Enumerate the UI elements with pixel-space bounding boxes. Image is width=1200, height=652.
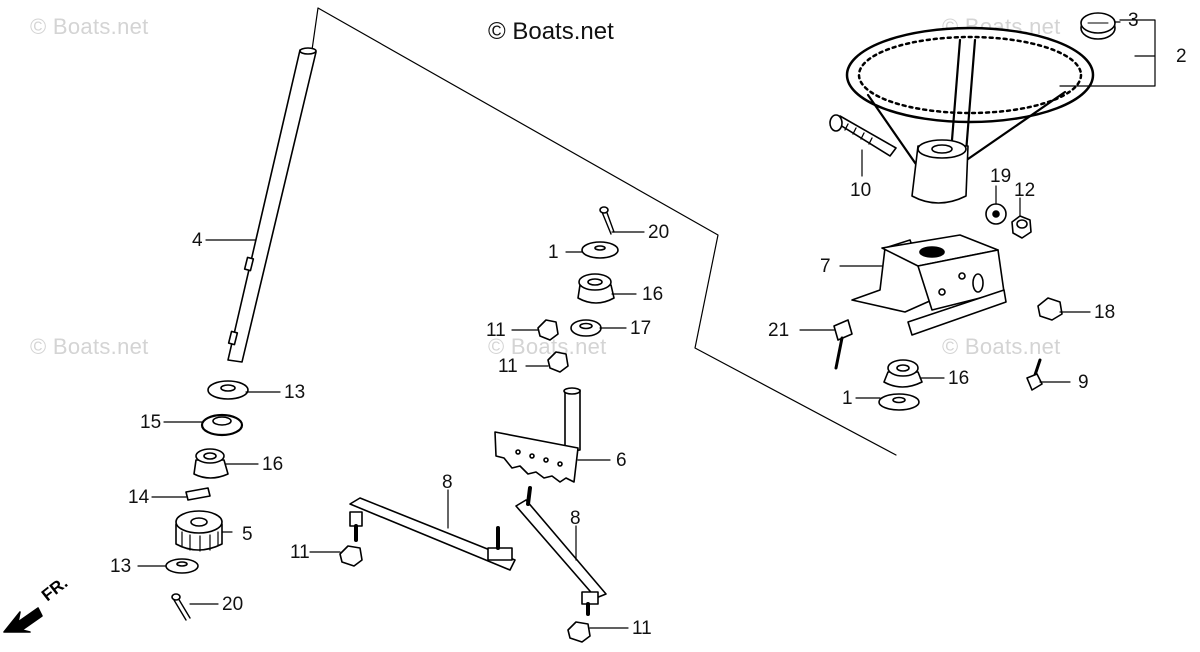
center-cap	[1080, 12, 1116, 40]
nut-center-a	[537, 319, 559, 341]
washer-13-lower	[165, 558, 199, 574]
seal-15	[200, 413, 244, 437]
pin-14	[185, 487, 211, 501]
callout-label: 9	[1078, 372, 1089, 393]
callout-label: 2	[1176, 46, 1187, 67]
washer-13-upper	[207, 380, 249, 400]
callout-label: 11	[498, 356, 518, 377]
callout-label: 20	[648, 222, 669, 243]
nut-18	[1037, 297, 1063, 321]
kit-bracket-line	[311, 7, 897, 456]
tie-rod-left	[349, 497, 516, 571]
callout-label: 17	[630, 318, 651, 339]
washer-19	[985, 203, 1007, 225]
wheel-bolt	[829, 114, 897, 157]
callout-label: 7	[820, 256, 831, 277]
steering-shaft	[227, 47, 317, 363]
callout-label: 11	[486, 320, 506, 341]
steering-wheel	[845, 26, 1095, 204]
callout-label: 12	[1014, 180, 1035, 201]
cotter-pin-top	[599, 206, 615, 235]
callout-label: 13	[284, 382, 305, 403]
callout-label: 8	[442, 472, 453, 493]
callout-label: 19	[990, 166, 1011, 187]
nut-lower-left	[339, 545, 363, 567]
steering-bracket	[851, 234, 1007, 336]
callout-label: 11	[290, 542, 310, 563]
front-arrow-icon	[3, 607, 43, 633]
callout-label: 16	[642, 284, 663, 305]
pinion-gear-5	[175, 510, 223, 552]
callout-label: 6	[616, 450, 627, 471]
bolt-9	[1026, 358, 1043, 391]
callout-label: 1	[842, 388, 853, 409]
callout-labels: 1 1 2 3 4 5 6 7 8 8 9 10 11 11 11 11 12 …	[110, 10, 1187, 639]
callout-label: 11	[632, 618, 652, 639]
watermark: © Boats.net	[30, 14, 149, 39]
bushing-center	[577, 273, 615, 304]
tie-rod-right	[515, 486, 607, 616]
bushing-16-left	[193, 448, 229, 479]
nut-lower-right	[567, 621, 591, 643]
nut-center-b	[547, 351, 569, 373]
copyright-text: © Boats.net	[488, 18, 614, 45]
watermark: © Boats.net	[30, 334, 149, 359]
watermark: © Boats.net	[942, 334, 1061, 359]
callout-label: 14	[128, 487, 150, 508]
bushing-right	[883, 359, 923, 388]
callout-label: 10	[850, 180, 871, 201]
cotter-pin-lower	[171, 593, 191, 621]
bolt-21	[833, 319, 853, 370]
callout-label: 21	[768, 320, 789, 341]
callout-label: 20	[222, 594, 243, 615]
washer-right	[878, 393, 920, 411]
callout-label: 1	[548, 242, 559, 263]
spacer-17	[570, 319, 602, 337]
callout-label: 15	[140, 412, 161, 433]
callout-label: 3	[1128, 10, 1139, 31]
callout-label: 8	[570, 508, 581, 529]
leader-lines	[137, 19, 1156, 629]
callout-label: 18	[1094, 302, 1115, 323]
washer-center	[581, 241, 619, 259]
sector-gear	[494, 387, 581, 483]
nut-12	[1011, 215, 1032, 239]
callout-label: 16	[948, 368, 969, 389]
callout-label: 5	[242, 524, 253, 545]
callout-label: 16	[262, 454, 283, 475]
callout-label: 13	[110, 556, 131, 577]
callout-label: 4	[192, 230, 203, 251]
